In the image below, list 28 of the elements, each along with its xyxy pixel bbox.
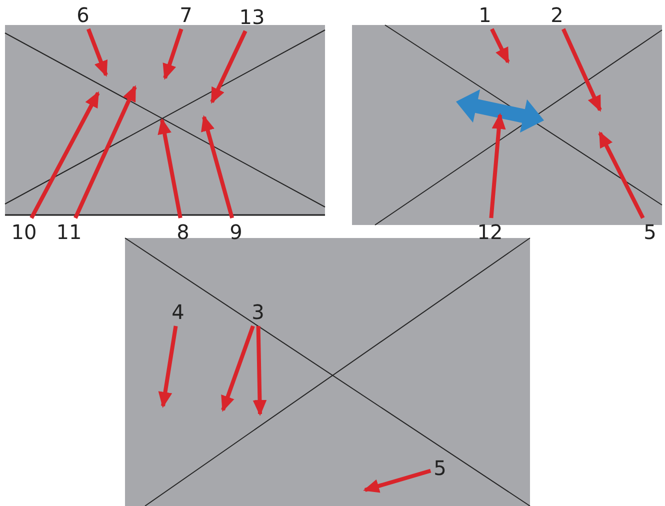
leader-arrow [210, 30, 248, 104]
leader-arrow [162, 28, 184, 80]
leader-arrow [363, 468, 432, 493]
callout-number: 4 [172, 301, 184, 323]
leader-arrow [252, 326, 267, 416]
callout-number: 3 [252, 301, 264, 323]
leader-arrow [74, 85, 137, 219]
leader-arrow [490, 28, 510, 64]
callout-number: 1 [478, 4, 492, 26]
leader-arrow [158, 326, 178, 408]
callout-number: 5 [644, 221, 656, 243]
leader-arrow [598, 131, 645, 219]
leader-arrow [562, 28, 602, 112]
callout-number: 9 [230, 221, 242, 243]
leader-arrow [86, 28, 108, 77]
callout-number: 5 [434, 457, 446, 479]
callout-number: 10 [11, 221, 37, 243]
callout-number: 7 [180, 4, 192, 26]
leader-arrow [221, 325, 255, 412]
callout-number: 11 [56, 221, 82, 243]
callout-number: 12 [477, 221, 503, 243]
leader-arrow [201, 115, 234, 219]
callout-number: 13 [239, 6, 265, 28]
callout-number: 8 [176, 221, 190, 243]
callout-number: 6 [76, 4, 90, 26]
leader-arrow [30, 91, 100, 219]
callout-number: 2 [550, 4, 564, 26]
leader-arrow [158, 118, 182, 218]
